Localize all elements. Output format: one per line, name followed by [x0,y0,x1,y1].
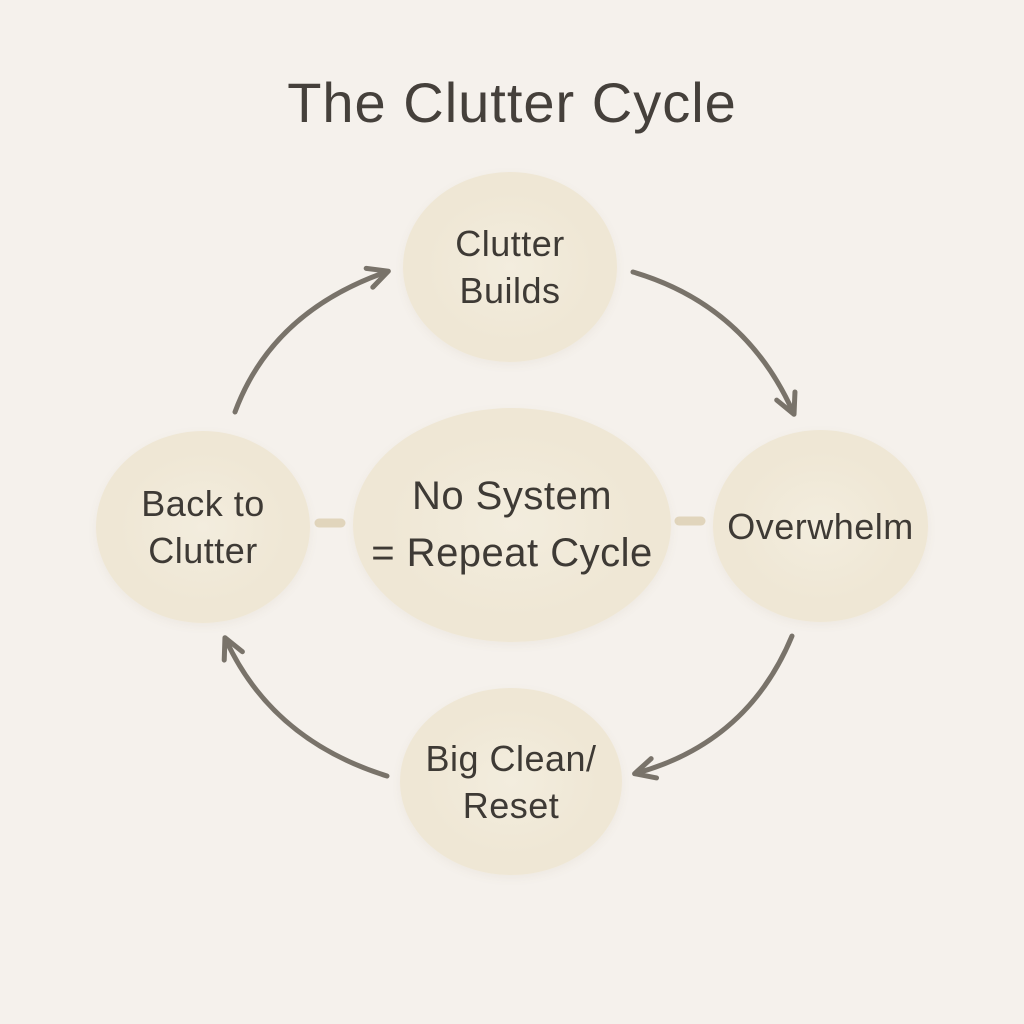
node-overwhelm: Overwhelm [713,430,928,622]
node-back-to-clutter: Back to Clutter [96,431,310,623]
node-clutter-builds: Clutter Builds [403,172,617,362]
node-label-line: Back to [141,483,265,524]
node-label-line: Clutter [455,223,565,264]
node-label-line: Overwhelm [727,505,914,547]
node-label-line: Reset [462,784,560,826]
node-label-line: Clutter [148,530,258,571]
node-big-clean-reset: Big Clean/ Reset [400,688,622,875]
node-no-system-center: No System = Repeat Cycle [353,408,671,642]
node-label-line: Big Clean/ [425,737,597,779]
arrow-top-to-right [630,269,798,417]
arrow-left-to-top [232,265,391,415]
center-label-line: No System [411,474,613,518]
arrow-right-to-bottom [632,633,795,781]
page-title: The Clutter Cycle [287,71,737,134]
center-label-line: = Repeat Cycle [371,531,653,575]
arrow-bottom-to-left [221,635,390,779]
node-label-line: Builds [459,270,561,311]
